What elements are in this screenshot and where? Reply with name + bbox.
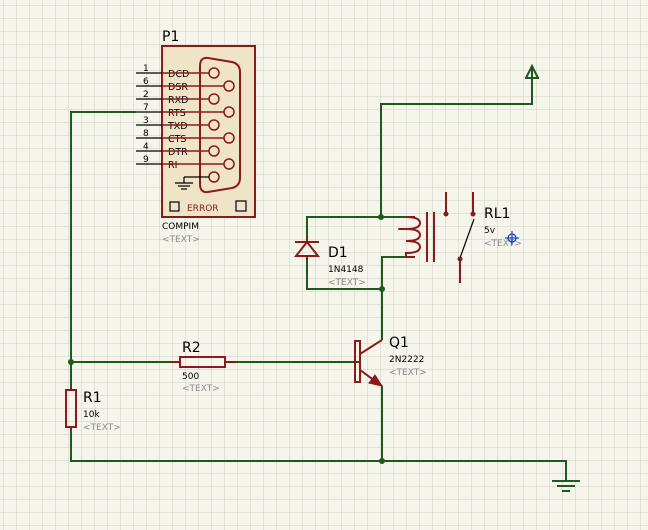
r1-text-placeholder: <TEXT> — [83, 423, 121, 433]
coil-icon — [398, 216, 422, 257]
p1-pin-num: 8 — [143, 129, 149, 139]
p1-status-led-icon — [169, 201, 180, 212]
p1-pin-num: 2 — [143, 90, 149, 100]
r2-text-placeholder: <TEXT> — [182, 384, 220, 394]
wire-diode-top[interactable] — [306, 216, 381, 237]
p1-pin-num: 9 — [143, 155, 149, 165]
resistor-r2[interactable]: R2 500 <TEXT> — [169, 340, 236, 394]
p1-status-box-icon — [235, 200, 247, 212]
junction-dot — [379, 286, 385, 292]
r1-ref: R1 — [83, 390, 102, 406]
transistor-q1[interactable]: Q1 2N2222 <TEXT> — [354, 335, 427, 387]
rl1-text-placeholder: <TEXT> — [484, 239, 522, 249]
q1-value: 2N2222 — [389, 355, 424, 365]
resistor-r1[interactable]: R1 10k <TEXT> — [65, 387, 121, 433]
p1-pin-name: TXD — [167, 121, 188, 132]
relay-rl1[interactable]: RL1 5v <TEXT> — [398, 192, 522, 283]
switch-icon — [459, 218, 475, 259]
d1-ref: D1 — [328, 245, 348, 261]
p1-ref: P1 — [162, 29, 179, 45]
ground-icon[interactable] — [552, 466, 580, 492]
r1-value: 10k — [83, 410, 100, 420]
p1-pin-name: DSR — [168, 82, 188, 93]
p1-pin-num: 3 — [143, 116, 149, 126]
p1-pin-name: RI — [168, 160, 177, 171]
p1-part: COMPIM — [162, 222, 199, 232]
q1-ref: Q1 — [389, 335, 409, 351]
q1-text-placeholder: <TEXT> — [389, 368, 427, 378]
ground-icon — [175, 176, 209, 190]
wire-r1-to-ground[interactable] — [70, 428, 567, 466]
rl1-ref: RL1 — [484, 206, 510, 222]
emitter-arrow-icon — [368, 374, 384, 387]
p1-pin-num: 1 — [143, 64, 149, 74]
junction-dot — [378, 214, 384, 220]
p1-pin-num: 7 — [143, 103, 149, 113]
p1-status: ERROR — [187, 204, 219, 214]
p1-pin-name: DCD — [168, 69, 189, 80]
junction-dot — [379, 458, 385, 464]
p1-text-placeholder: <TEXT> — [162, 235, 200, 245]
d1-text-placeholder: <TEXT> — [328, 278, 366, 288]
p1-compim[interactable]: P1 1 6 2 7 3 8 4 9 DCD DSR RXD RTS TXD C… — [136, 29, 256, 245]
db9-connector-icon — [199, 56, 241, 194]
wire-rts[interactable] — [70, 111, 136, 362]
junction-dot — [68, 359, 74, 365]
power-terminal-icon[interactable] — [525, 63, 539, 79]
p1-pin-name: RXD — [168, 95, 188, 106]
origin-crosshair-icon — [505, 231, 519, 245]
r2-value: 500 — [182, 372, 199, 382]
p1-pin-lines — [136, 72, 162, 165]
p1-pin-num: 6 — [143, 77, 149, 87]
wire-coil-bottom[interactable] — [381, 256, 406, 289]
p1-pin-name: CTS — [168, 134, 186, 145]
wire-power[interactable] — [380, 78, 533, 217]
rl1-value: 5v — [484, 226, 496, 236]
db9-pin-leads — [162, 72, 224, 165]
p1-pin-name: DTR — [168, 147, 188, 158]
r2-ref: R2 — [182, 340, 201, 356]
transistor-base-bar-icon — [354, 340, 361, 383]
wire-diode-bottom[interactable] — [306, 260, 382, 290]
d1-value: 1N4148 — [328, 265, 364, 275]
wires — [70, 78, 567, 466]
diode-d1[interactable]: D1 1N4148 <TEXT> — [293, 237, 366, 288]
p1-pin-num: 4 — [143, 142, 149, 152]
p1-pin-name: RTS — [168, 108, 186, 119]
